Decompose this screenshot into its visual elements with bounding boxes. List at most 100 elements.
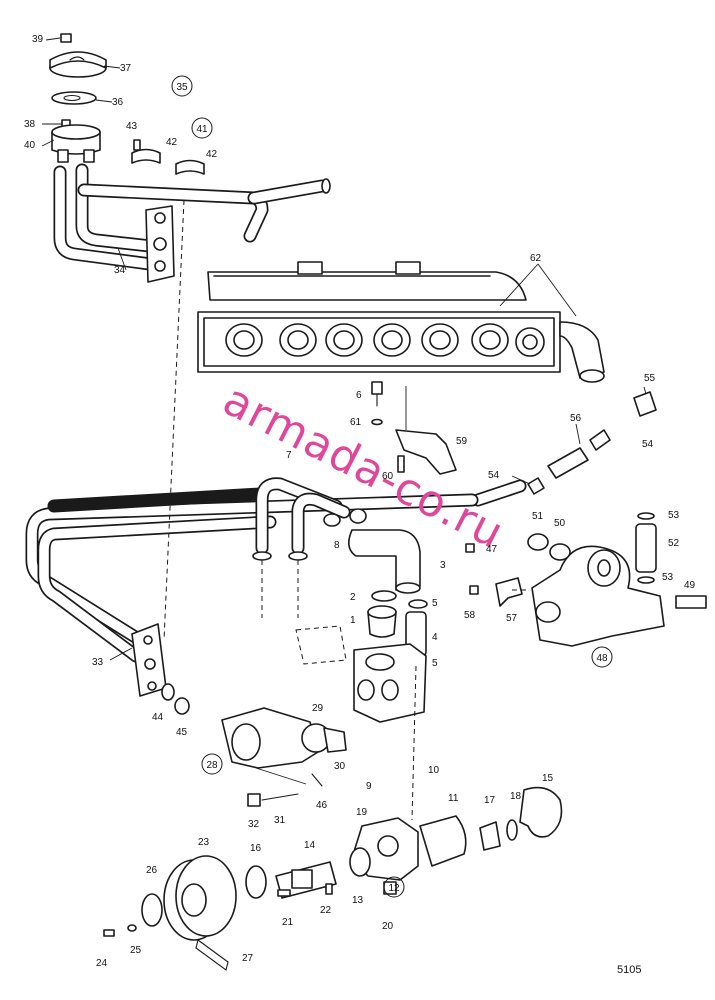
callout-number: 1 [350, 615, 356, 626]
callout-24: 24 [96, 958, 108, 969]
pipe-52 [635, 523, 657, 573]
callout-number: 5 [432, 658, 438, 669]
callout-3: 3 [440, 560, 446, 571]
callout-4: 4 [432, 632, 438, 643]
washer-25 [127, 924, 137, 932]
callout-number: 42 [206, 149, 218, 160]
callout-5: 5 [432, 658, 438, 669]
callout-number: 12 [388, 883, 400, 894]
callout-26: 26 [146, 865, 158, 876]
callout-number: 31 [274, 815, 286, 826]
housing-block [295, 625, 427, 723]
callout-number: 14 [304, 840, 316, 851]
callout-number: 56 [570, 413, 582, 424]
gasket-11 [419, 815, 467, 867]
callout-42: 42 [166, 137, 178, 148]
callout-25: 25 [130, 945, 142, 956]
callout-45: 45 [176, 727, 188, 738]
callout-number: 42 [166, 137, 178, 148]
callout-circle [591, 646, 613, 668]
callout-48: 48 [591, 646, 613, 668]
coolant-pipe-34 [53, 163, 331, 283]
callout-number: 48 [596, 653, 608, 664]
assembly-dashed-lines [163, 199, 530, 821]
callout-number: 49 [684, 580, 696, 591]
callout-58: 58 [464, 610, 476, 621]
callout-number: 11 [448, 793, 459, 804]
callout-number: 57 [506, 613, 518, 624]
nut-39 [60, 33, 72, 43]
callout-number: 5 [432, 598, 438, 609]
callout-number: 15 [542, 773, 554, 784]
callout-number: 8 [334, 540, 340, 551]
callout-19: 19 [356, 807, 368, 818]
callout-number: 53 [668, 510, 680, 521]
callout-40: 40 [24, 140, 36, 151]
callout-50: 50 [554, 518, 566, 529]
callout-number: 40 [24, 140, 36, 151]
callout-number: 39 [32, 34, 44, 45]
callout-37: 37 [120, 63, 132, 74]
bracket-group [371, 381, 457, 475]
callout-35: 35 [171, 75, 193, 97]
callout-54: 54 [488, 470, 500, 481]
callout-53: 53 [668, 510, 680, 521]
pump-housing-48 [527, 512, 707, 647]
callout-number: 10 [428, 765, 440, 776]
callout-number: 19 [356, 807, 368, 818]
nut-51 [527, 533, 549, 551]
callout-20: 20 [382, 921, 394, 932]
callout-47: 47 [486, 544, 498, 555]
callout-29: 29 [312, 703, 324, 714]
callout-number: 37 [120, 63, 132, 74]
callout-2: 2 [350, 592, 356, 603]
callout-34: 34 [114, 265, 126, 276]
callout-5: 5 [432, 598, 438, 609]
callout-circle [171, 75, 193, 97]
callout-number: 50 [554, 518, 566, 529]
callout-number: 27 [242, 953, 254, 964]
belt-27 [195, 939, 229, 971]
callout-43: 43 [126, 121, 138, 132]
callout-number: 13 [352, 895, 364, 906]
nut-32 [247, 793, 261, 807]
flange-26 [141, 893, 163, 927]
callout-number: 54 [642, 439, 654, 450]
callout-circle [191, 117, 213, 139]
callout-number: 62 [530, 253, 542, 264]
callout-number: 47 [486, 544, 498, 555]
callout-61: 61 [350, 417, 362, 428]
clamp-42a [131, 148, 161, 164]
callout-number: 30 [334, 761, 346, 772]
manifold-ports [225, 323, 545, 357]
callout-28: 28 [201, 753, 223, 775]
callout-number: 26 [146, 865, 158, 876]
callout-number: 23 [198, 837, 210, 848]
callout-44: 44 [152, 712, 164, 723]
callout-11: 11 [448, 793, 459, 804]
callout-number: 34 [114, 265, 126, 276]
callout-number: 60 [382, 471, 394, 482]
callout-leaders [41, 37, 647, 661]
seal-17 [479, 821, 501, 851]
callout-number: 46 [316, 800, 328, 811]
callout-53: 53 [662, 572, 674, 583]
callout-1: 1 [350, 615, 356, 626]
callout-12: 12 [383, 876, 405, 898]
callout-46: 46 [316, 800, 328, 811]
callout-8: 8 [334, 540, 340, 551]
gasket-36 [51, 91, 97, 105]
callout-number: 2 [350, 592, 356, 603]
callout-60: 60 [382, 471, 394, 482]
ring-22 [325, 883, 333, 895]
impeller-15 [519, 786, 563, 838]
callout-30: 30 [334, 761, 346, 772]
callout-18: 18 [510, 791, 522, 802]
callout-27: 27 [242, 953, 254, 964]
callout-number: 53 [662, 572, 674, 583]
callout-number: 38 [24, 119, 36, 130]
callout-number: 7 [286, 450, 292, 461]
callout-number: 54 [488, 470, 500, 481]
screw-43 [133, 139, 141, 151]
